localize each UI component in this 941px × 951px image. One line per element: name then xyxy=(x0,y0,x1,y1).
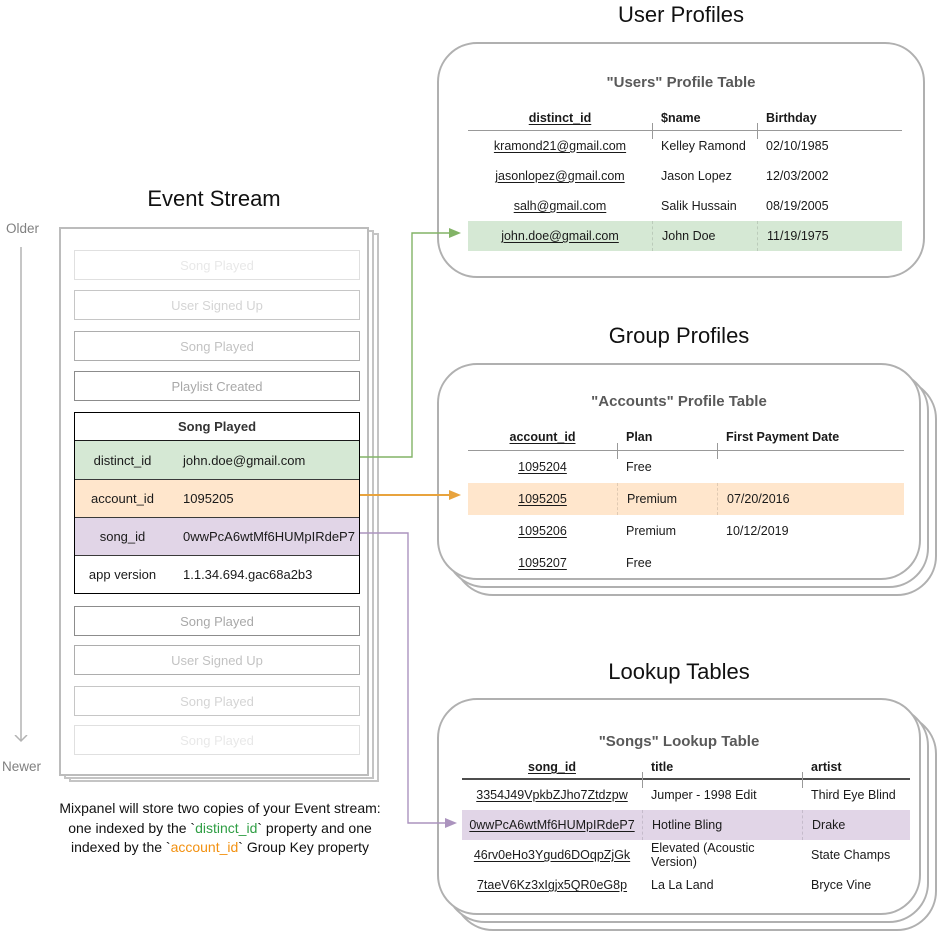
table-cell: Premium xyxy=(626,524,677,538)
column-header: distinct_id xyxy=(468,106,652,131)
caption-line1: Mixpanel will store two copies of your E… xyxy=(59,800,381,816)
newer-label: Newer xyxy=(2,759,42,774)
event-stream-container: Song Played User Signed Up Song Played P… xyxy=(59,227,369,776)
table-cell xyxy=(717,547,904,579)
table-cell: jasonlopez@gmail.com xyxy=(495,169,625,183)
older-label: Older xyxy=(6,221,40,236)
column-header: Birthday xyxy=(757,106,902,131)
table-cell: Jason Lopez xyxy=(661,169,732,183)
field-value: 0wwPcA6wtMf6HUMpIRdeP7 xyxy=(183,529,355,544)
event-box: Song Played xyxy=(74,725,360,755)
event-field-distinct-id: distinct_id john.doe@gmail.com xyxy=(75,441,359,479)
caption-text: one indexed by the ` xyxy=(68,819,196,836)
event-box: Song Played xyxy=(74,606,360,636)
column-divider-tick xyxy=(652,123,653,139)
event-box: Song Played xyxy=(74,686,360,716)
table-cell: salh@gmail.com xyxy=(513,199,607,213)
table-cell: john.doe@gmail.com xyxy=(468,221,652,251)
caption-text: ` property and one xyxy=(257,819,372,836)
event-box: Song Played xyxy=(74,250,360,280)
lookup-tables-title: Lookup Tables xyxy=(608,659,750,684)
table-cell: Elevated (Acoustic Version) xyxy=(651,841,755,869)
column-divider-tick xyxy=(802,772,803,788)
table-cell: kramond21@gmail.com xyxy=(493,139,627,153)
group-profiles-title: Group Profiles xyxy=(608,323,750,348)
field-key: app version xyxy=(88,567,157,582)
column-header: $name xyxy=(652,106,757,131)
table-cell: 02/10/1985 xyxy=(766,139,829,153)
event-field-account-id: account_id 1095205 xyxy=(75,479,359,517)
event-stream-title: Event Stream xyxy=(147,186,281,211)
user-profiles-title: User Profiles xyxy=(618,2,744,27)
songs-table: song_id title artist 3354J49VpkbZJho7Ztd… xyxy=(462,756,910,900)
event-box: Song Played xyxy=(74,331,360,361)
users-table: distinct_id $name Birthday kramond21@gma… xyxy=(468,106,902,251)
table-cell: Premium xyxy=(617,483,717,515)
table-cell: Jumper - 1998 Edit xyxy=(651,788,757,802)
table-cell: 07/20/2016 xyxy=(717,483,904,515)
accounts-table: account_id Plan First Payment Date 10952… xyxy=(468,423,904,579)
users-profile-card: "Users" Profile Table distinct_id $name … xyxy=(437,42,925,278)
table-cell xyxy=(717,451,904,483)
table-cell: Salik Hussain xyxy=(661,199,737,213)
column-header: account_id xyxy=(468,423,617,451)
column-header: title xyxy=(642,756,802,780)
caption-text: indexed by the ` xyxy=(70,839,171,855)
table-cell: Bryce Vine xyxy=(811,878,872,892)
table-cell: 1095206 xyxy=(518,524,567,538)
table-cell: 0wwPcA6wtMf6HUMpIRdeP7 xyxy=(462,810,642,840)
field-value: john.doe@gmail.com xyxy=(183,452,306,468)
table-cell: 46rv0eHo3Ygud6DOqpZjGk xyxy=(473,848,631,862)
table-cell: 11/19/1975 xyxy=(757,221,902,251)
songs-table-title: "Songs" Lookup Table xyxy=(598,733,760,750)
expanded-event-card: Song Played distinct_id john.doe@gmail.c… xyxy=(74,412,360,594)
column-header: Plan xyxy=(617,423,717,451)
event-field-song-id: song_id 0wwPcA6wtMf6HUMpIRdeP7 xyxy=(75,517,359,555)
column-divider-tick xyxy=(717,443,718,459)
caption: Mixpanel will store two copies of your E… xyxy=(25,799,415,858)
table-cell: 3354J49VpkbZJho7Ztdzpw xyxy=(476,788,628,802)
table-cell: Third Eye Blind xyxy=(811,788,896,802)
table-cell: Hotline Bling xyxy=(642,810,802,840)
column-divider-tick xyxy=(642,772,643,788)
event-box: Playlist Created xyxy=(74,371,360,401)
table-cell: La La Land xyxy=(651,878,714,892)
field-value: 1095205 xyxy=(183,491,234,506)
field-key: distinct_id xyxy=(93,452,152,468)
table-cell: 10/12/2019 xyxy=(726,524,789,538)
table-cell: Free xyxy=(626,556,652,570)
table-cell: 12/03/2002 xyxy=(766,169,829,183)
accounts-table-title: "Accounts" Profile Table xyxy=(591,393,767,410)
table-cell: John Doe xyxy=(652,221,757,251)
column-header: First Payment Date xyxy=(717,423,904,451)
table-cell: Kelley Ramond xyxy=(661,139,746,153)
field-key: account_id xyxy=(91,491,154,506)
table-cell: 1095205 xyxy=(468,483,617,515)
event-box: User Signed Up xyxy=(74,645,360,675)
caption-distinct-id: distinct_id xyxy=(195,819,258,836)
event-field-app-version: app version 1.1.34.694.gac68a2b3 xyxy=(75,555,359,593)
column-header: artist xyxy=(802,756,910,780)
field-key: song_id xyxy=(99,529,146,544)
caption-account-id: account_id xyxy=(170,839,239,855)
expanded-event-title: Song Played xyxy=(75,413,359,441)
event-box: User Signed Up xyxy=(74,290,360,320)
users-table-title: "Users" Profile Table xyxy=(606,74,756,91)
caption-text: ` Group Key property xyxy=(238,839,370,855)
table-cell: 08/19/2005 xyxy=(766,199,829,213)
column-header: song_id xyxy=(462,756,642,780)
column-divider-tick xyxy=(757,123,758,139)
table-cell: 1095204 xyxy=(518,460,567,474)
field-value: 1.1.34.694.gac68a2b3 xyxy=(183,567,313,582)
table-cell: Drake xyxy=(802,810,910,840)
table-cell: State Champs xyxy=(811,848,891,862)
table-cell: Free xyxy=(626,460,652,474)
songs-lookup-card: "Songs" Lookup Table song_id title artis… xyxy=(437,698,921,915)
table-cell: 7taeV6Kz3xIgjx5QR0eG8p xyxy=(476,878,628,892)
column-divider-tick xyxy=(617,443,618,459)
accounts-profile-card: "Accounts" Profile Table account_id Plan… xyxy=(437,363,921,580)
table-cell: 1095207 xyxy=(518,556,567,570)
